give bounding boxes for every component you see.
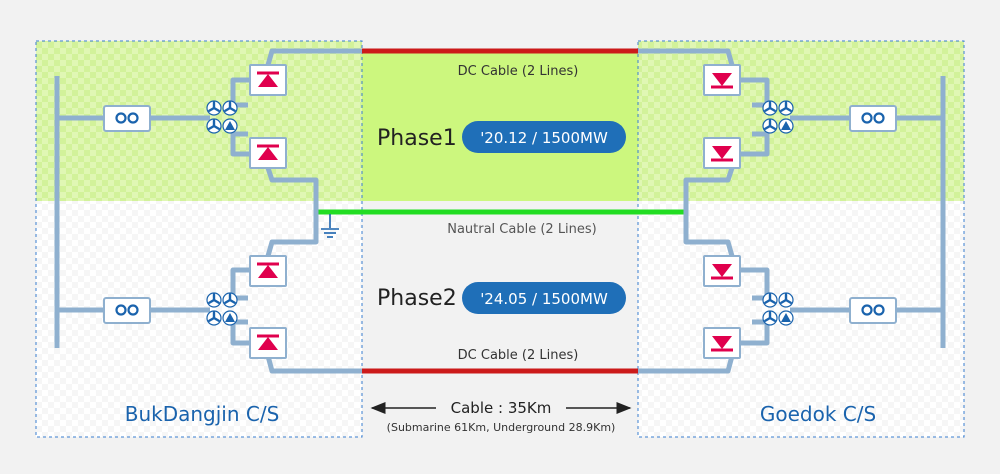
left-ac-filter-icon-1: [103, 105, 151, 132]
right-station-name: Goedok C/S: [760, 402, 876, 426]
left-station-name: BukDangjin C/S: [125, 402, 280, 426]
right-converter-valve-icon-2: [703, 137, 741, 169]
left-transformer-icon-2: [206, 292, 238, 326]
right-converter-valve-icon-1: [703, 64, 741, 96]
right-ac-filter-icon-2: [849, 297, 897, 324]
left-station-border: [35, 40, 363, 438]
neutral-cable-label: Nautral Cable (2 Lines): [447, 222, 597, 237]
left-phase1-zone: [36, 41, 362, 201]
phase1-badge: [462, 121, 626, 153]
right-converter-valve-icon-3: [703, 255, 741, 287]
right-transformer-icon-1: [762, 100, 794, 134]
phase2-label: Phase2: [377, 286, 457, 311]
right-converter-valve-icon-4: [703, 327, 741, 359]
right-phase1-zone: [638, 41, 964, 201]
cable-length-label: Cable : 35Km: [451, 399, 552, 417]
right-transformer-icon-2: [762, 292, 794, 326]
left-converter-valve-icon-3: [249, 255, 287, 287]
ground-icon: [321, 214, 339, 238]
right-station-border: [637, 40, 965, 438]
phase2-badge-text: '24.05 / 1500MW: [480, 290, 608, 308]
left-converter-valve-icon-1: [249, 64, 287, 96]
left-converter-valve-icon-2: [249, 137, 287, 169]
dc-cable-bottom-label: DC Cable (2 Lines): [458, 348, 579, 363]
dc-cable-top-label: DC Cable (2 Lines): [458, 64, 579, 79]
left-converter-valve-icon-4: [249, 327, 287, 359]
phase2-badge: [462, 282, 626, 314]
right-ac-filter-icon-1: [849, 105, 897, 132]
phase1-badge-text: '20.12 / 1500MW: [480, 129, 608, 147]
left-transformer-icon-1: [206, 100, 238, 134]
phase1-label: Phase1: [377, 126, 457, 151]
left-ac-filter-icon-2: [103, 297, 151, 324]
cable-length-detail: (Submarine 61Km, Underground 28.9Km): [387, 421, 616, 434]
